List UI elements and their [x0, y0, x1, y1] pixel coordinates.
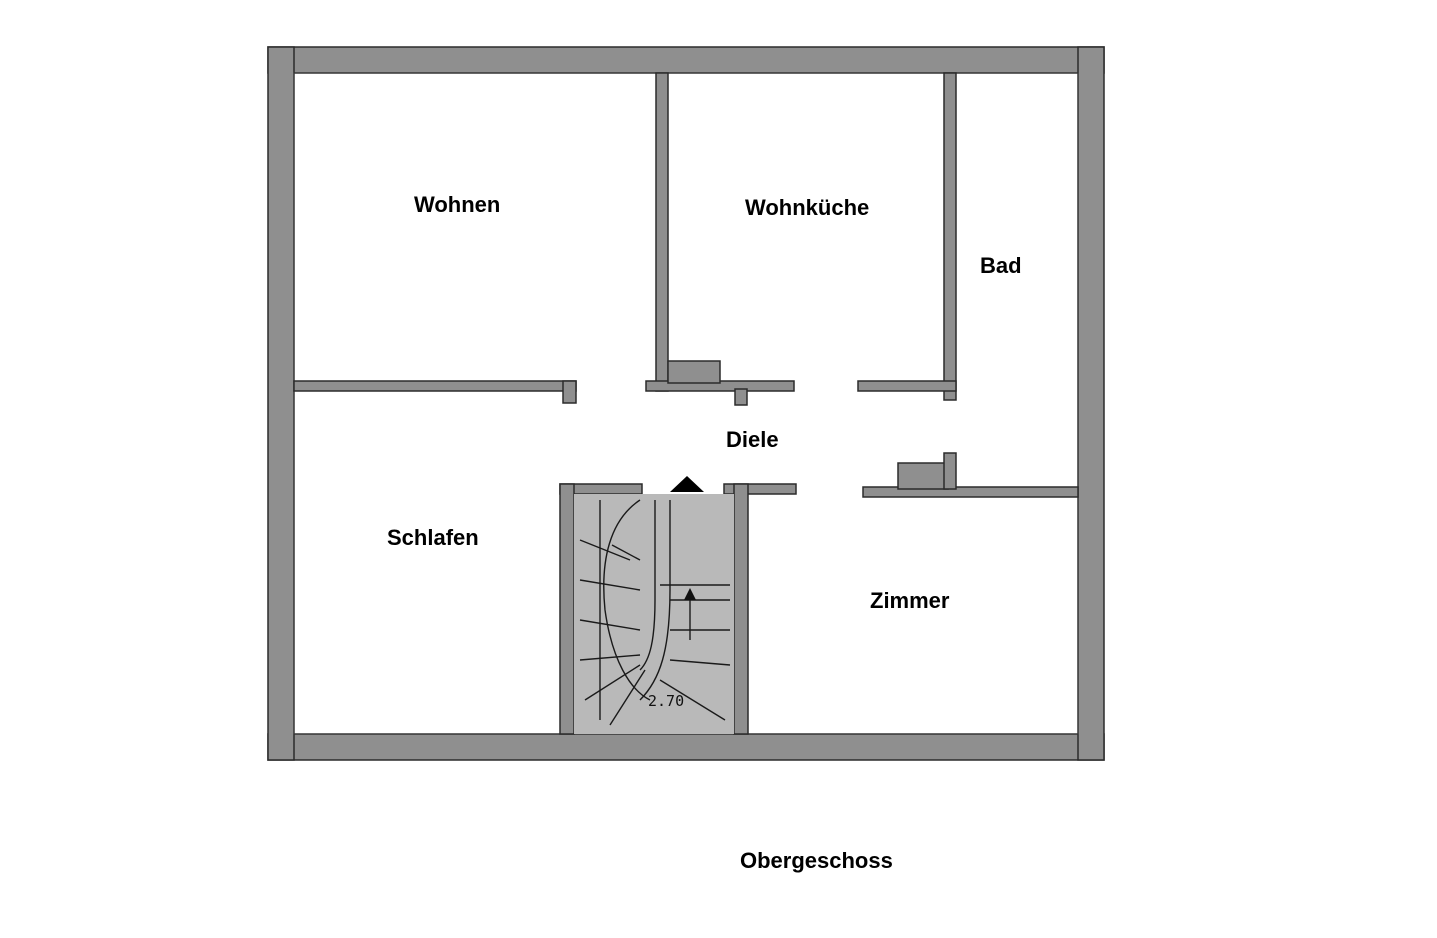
outer-wall-left	[267, 46, 295, 761]
wall-wohnkueche-bottom-right	[857, 380, 957, 392]
stair-right-wall	[733, 483, 749, 735]
door-jamb-wohnkueche	[734, 388, 748, 406]
outer-wall-top	[267, 46, 1105, 74]
plan-caption: Obergeschoss	[740, 848, 893, 873]
room-label-bad: Bad	[980, 253, 1022, 278]
chimney-block	[667, 360, 721, 384]
wall-wohnen-wohnkueche	[655, 72, 669, 392]
wall-diele-right	[723, 483, 797, 495]
shaft-post	[943, 452, 957, 490]
outer-wall-bottom	[267, 733, 1105, 761]
door-jamb-wohnen	[562, 380, 577, 404]
shaft-block	[897, 462, 949, 490]
outer-wall-right	[1077, 46, 1105, 761]
room-label-schlafen: Schlafen	[387, 525, 479, 550]
entrance-marker-icon	[670, 476, 704, 492]
staircase: 2.70	[559, 483, 749, 735]
outer-walls	[267, 46, 1105, 761]
stair-treads	[579, 499, 731, 726]
wall-bad-bottom	[862, 486, 1079, 498]
stair-arrow	[684, 588, 696, 640]
wall-wohnkueche-bad	[943, 72, 957, 401]
stair-left-wall	[559, 483, 575, 735]
room-label-zimmer: Zimmer	[870, 588, 950, 613]
room-label-wohnen: Wohnen	[414, 192, 500, 217]
stair-dimension: 2.70	[648, 692, 684, 710]
room-label-wohnkueche: Wohnküche	[745, 195, 869, 220]
room-label-diele: Diele	[726, 427, 779, 452]
interior-walls	[293, 72, 1079, 498]
wall-wohnen-bottom	[293, 380, 577, 392]
